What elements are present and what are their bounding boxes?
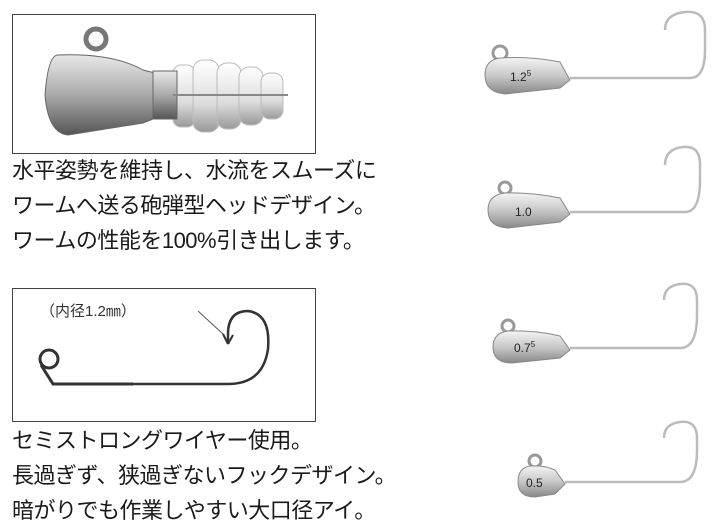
description-line: 水平姿勢を維持し、水流をスムーズに — [12, 158, 377, 183]
hook-illustration — [38, 309, 270, 386]
bullet-head-description: 水平姿勢を維持し、水流をスムーズに ワームへ送る砲弾型ヘッドデザイン。 ワームの… — [12, 153, 377, 258]
jighead-0-5 — [517, 420, 699, 498]
weight-label: 1.25 — [510, 69, 532, 84]
hook-description: セミストロングワイヤー使用。 長過ぎず、狭過ぎないフックデザイン。 暗がりでも作… — [12, 423, 397, 528]
weight-label: 0.75 — [514, 340, 536, 355]
weight-label: 0.5 — [526, 476, 543, 490]
description-line: 長過ぎず、狭過ぎないフックデザイン。 — [12, 463, 397, 488]
bullet-head-illustration-box — [12, 14, 316, 154]
description-line: 暗がりでも作業しやすい大口径アイ。 — [12, 498, 376, 523]
description-line: ワームの性能を100%引き出します。 — [12, 228, 365, 253]
inner-diameter-callout: （内径1.2㎜） — [40, 303, 136, 320]
description-line: セミストロングワイヤー使用。 — [12, 428, 313, 453]
weight-label: 1.0 — [515, 205, 532, 219]
jighead-with-worm-illustration — [44, 26, 288, 136]
hook-illustration-box — [12, 288, 316, 422]
description-line: ワームへ送る砲弾型ヘッドデザイン。 — [12, 193, 376, 218]
